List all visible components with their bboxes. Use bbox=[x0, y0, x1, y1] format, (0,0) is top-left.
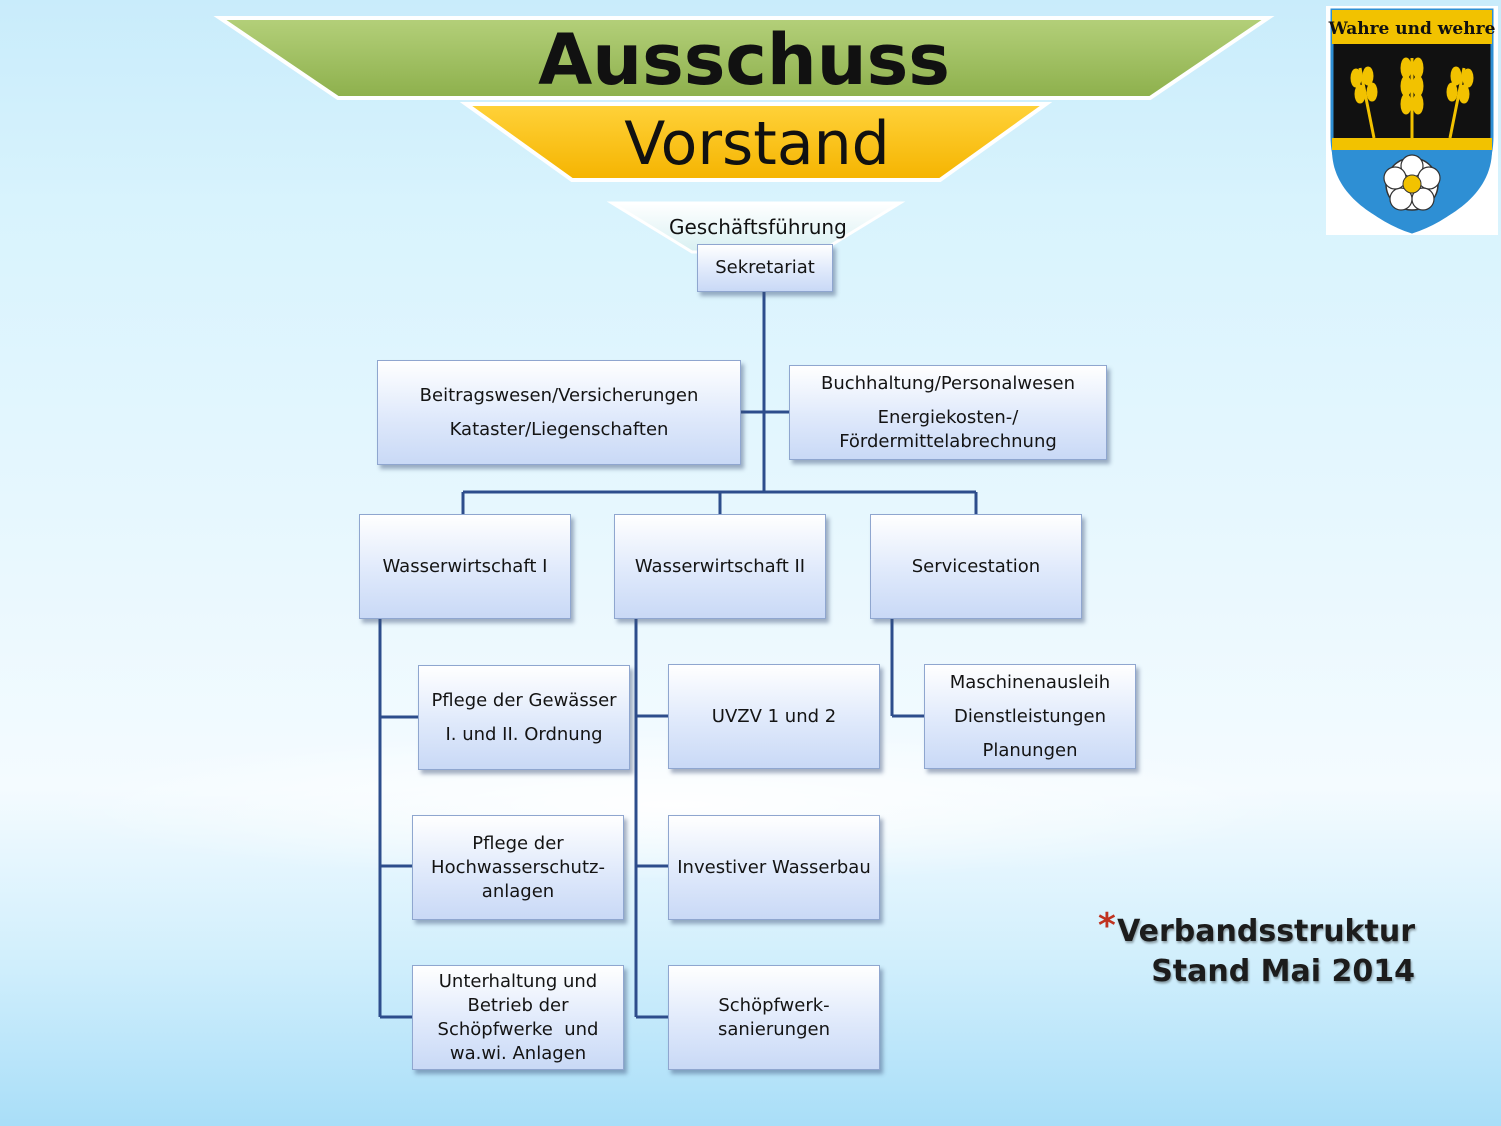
ww2-unit-uvzv: UVZV 1 und 2 bbox=[668, 664, 880, 769]
ausschuss-band bbox=[213, 16, 1275, 100]
service-unit-line-2: Dienstleistungen bbox=[953, 705, 1106, 727]
department-ww1-label: Wasserwirtschaft I bbox=[382, 555, 548, 577]
ww2-unit-1-line-1: UVZV 1 und 2 bbox=[711, 705, 837, 727]
staff-right-line-2: Energiekosten-/ bbox=[877, 406, 1019, 428]
caption-line-2: Stand Mai 2014 bbox=[1151, 954, 1415, 989]
service-unit-line-3: Planungen bbox=[982, 739, 1078, 761]
department-service-box: Servicestation bbox=[870, 514, 1082, 619]
service-unit: Maschinenausleih Dienstleistungen Planun… bbox=[924, 664, 1136, 769]
department-ww2-label: Wasserwirtschaft II bbox=[634, 555, 806, 577]
ausschuss-title: Ausschuss bbox=[538, 19, 950, 101]
ww1-unit-1-line-2: I. und II. Ordnung bbox=[445, 723, 603, 745]
ww1-unit-1-line-1: Pflege der Gewässer bbox=[431, 689, 617, 711]
coat-of-arms: Wahre und wehre bbox=[1326, 6, 1498, 235]
slide-caption: Verbandsstruktur Stand Mai 2014 bbox=[1117, 912, 1415, 992]
staff-box-right: Buchhaltung/Personalwesen Energiekosten-… bbox=[789, 365, 1107, 460]
staff-left-line-2: Kataster/Liegenschaften bbox=[449, 418, 669, 440]
rose-icon bbox=[1383, 154, 1441, 211]
staff-right-line-3: Fördermittelabrechnung bbox=[839, 430, 1057, 452]
department-ww2-box: Wasserwirtschaft II bbox=[614, 514, 826, 619]
staff-left-line-1: Beitragswesen/Versicherungen bbox=[419, 384, 699, 406]
ww2-unit-3-line-1: Schöpfwerk- bbox=[718, 994, 830, 1016]
ww1-unit-hochwasserschutz: Pflege der Hochwasserschutz- anlagen bbox=[412, 815, 624, 920]
ausschuss-banner: Ausschuss Vorstand bbox=[213, 16, 1275, 182]
ww1-unit-2-line-1: Pflege der bbox=[472, 832, 564, 854]
ww1-unit-schoepfwerke: Unterhaltung und Betrieb der Schöpfwerke… bbox=[412, 965, 624, 1070]
caption-line-1: Verbandsstruktur bbox=[1117, 914, 1415, 949]
ww1-unit-2-line-3: anlagen bbox=[481, 880, 555, 902]
department-service-label: Servicestation bbox=[911, 555, 1041, 577]
ww2-unit-3-line-2: sanierungen bbox=[717, 1018, 831, 1040]
sekretariat-box: Sekretariat bbox=[697, 244, 833, 292]
service-unit-line-1: Maschinenausleih bbox=[949, 671, 1111, 693]
sekretariat-label: Sekretariat bbox=[715, 257, 815, 278]
ww1-unit-3-line-1: Unterhaltung und bbox=[438, 970, 598, 992]
geschaeftsfuehrung-label: Geschäftsführung bbox=[669, 215, 847, 239]
ww2-unit-2-line-1: Investiver Wasserbau bbox=[677, 856, 871, 878]
ww1-unit-3-line-4: wa.wi. Anlagen bbox=[449, 1042, 587, 1064]
vorstand-band bbox=[459, 102, 1053, 182]
asterisk-bullet-icon: * bbox=[1098, 906, 1116, 946]
ww1-unit-gewaesser: Pflege der Gewässer I. und II. Ordnung bbox=[418, 665, 630, 770]
staff-right-line-1: Buchhaltung/Personalwesen bbox=[820, 372, 1076, 394]
staff-box-left: Beitragswesen/Versicherungen Kataster/Li… bbox=[377, 360, 741, 465]
coat-of-arms-shield: Wahre und wehre bbox=[1328, 8, 1496, 234]
department-ww1-box: Wasserwirtschaft I bbox=[359, 514, 571, 619]
ww1-unit-3-line-2: Betrieb der bbox=[467, 994, 569, 1016]
ww1-unit-2-line-2: Hochwasserschutz- bbox=[431, 856, 605, 878]
ww1-unit-3-line-3: Schöpfwerke und bbox=[437, 1018, 599, 1040]
wheat-icon bbox=[1350, 57, 1474, 139]
crest-motto: Wahre und wehre bbox=[1328, 19, 1496, 39]
vorstand-title: Vorstand bbox=[624, 109, 889, 179]
ww2-unit-schoepfwerksanierungen: Schöpfwerk- sanierungen bbox=[668, 965, 880, 1070]
ww2-unit-investiver-wasserbau: Investiver Wasserbau bbox=[668, 815, 880, 920]
